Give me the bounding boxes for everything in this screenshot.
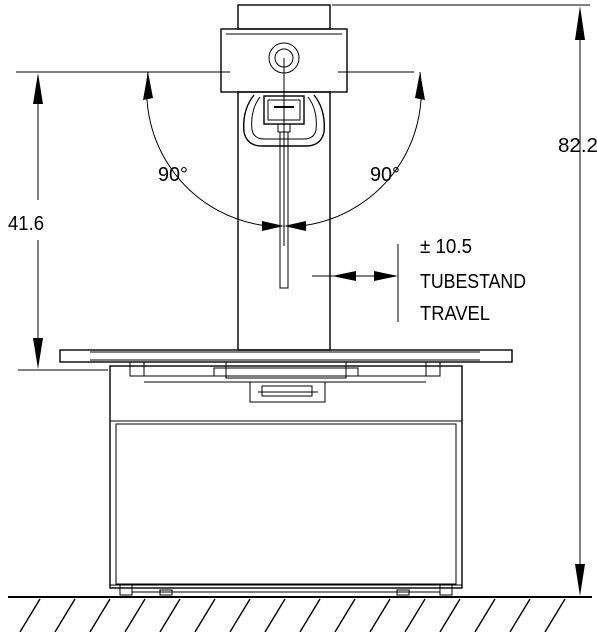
arc-left [146, 71, 269, 227]
table-top [59, 349, 513, 403]
foot-left [119, 584, 133, 596]
tilt-right-label: 90° [370, 164, 400, 186]
floor-hatching [19, 598, 566, 632]
bucky-handle [249, 381, 326, 403]
arc-right [299, 71, 422, 227]
rotation-arcs: 90° 90° [143, 58, 425, 246]
travel-line1-label: TUBESTAND [420, 271, 526, 293]
table-base-cabinet [109, 365, 463, 596]
tilt-left-label: 90° [158, 164, 188, 186]
dimension-tubestand-travel: ± 10.5 TUBESTAND TRAVEL [312, 236, 526, 325]
arm-height-label: 41.6 [8, 213, 44, 235]
foot-right [439, 584, 453, 596]
dimension-arm-height: 41.6 [8, 71, 414, 371]
floor [8, 596, 592, 632]
bucky-carriage [213, 361, 359, 403]
travel-line2-label: TRAVEL [420, 303, 490, 325]
cabinet-panel [115, 423, 457, 585]
overall-height-label: 82.2 [558, 135, 597, 157]
travel-value-label: ± 10.5 [420, 236, 472, 258]
dimension-overall-height: 82.2 [332, 4, 597, 596]
cabinet-outer [109, 365, 463, 589]
column-top [237, 4, 331, 30]
